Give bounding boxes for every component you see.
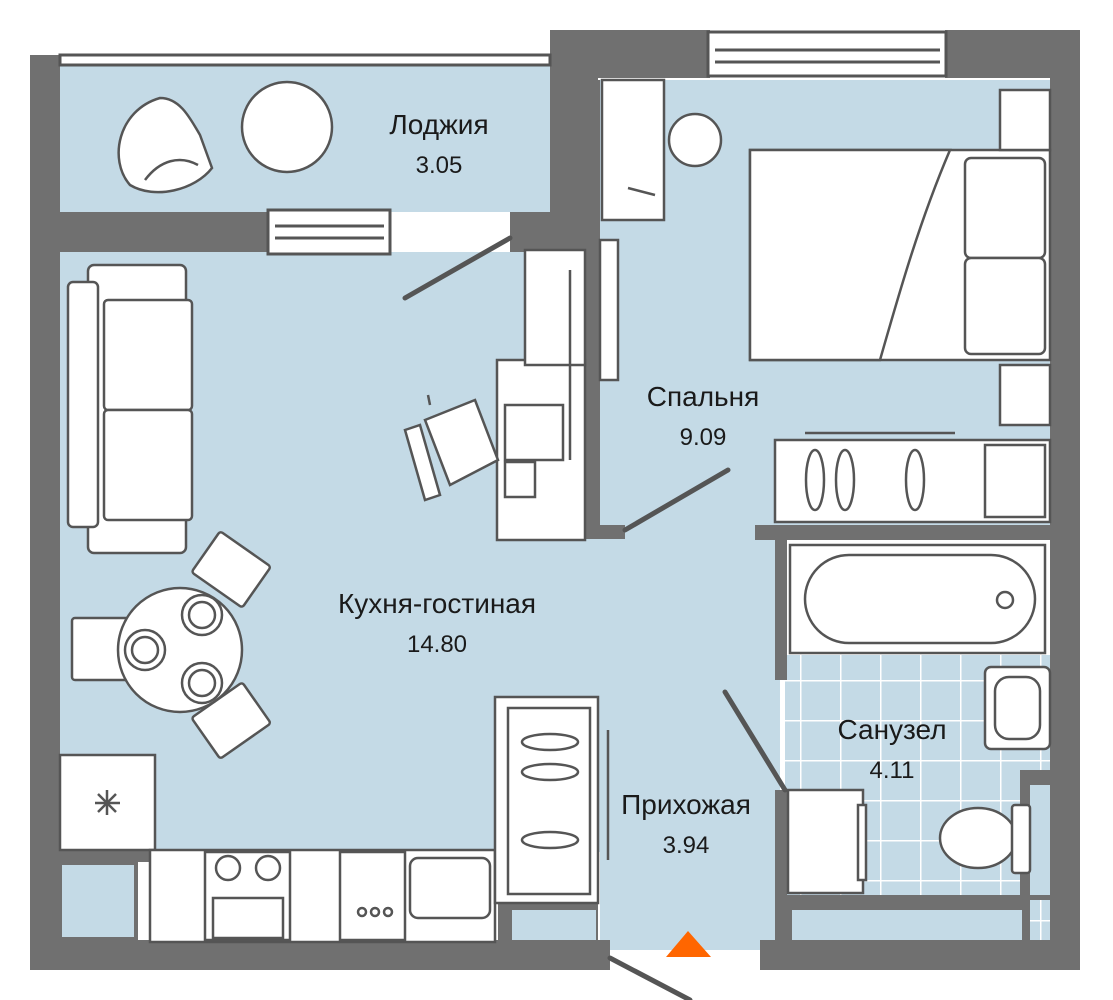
entrance-door xyxy=(607,955,693,1000)
living-area: 14.80 xyxy=(406,630,468,658)
bottom-wall-right xyxy=(760,940,1080,970)
bedroom-wardrobe xyxy=(773,431,1052,524)
bath-left-lower xyxy=(775,790,787,940)
washing-machine xyxy=(786,788,868,895)
living-label: Кухня-гостиная 14.80 xyxy=(338,587,536,659)
balcony-window xyxy=(266,208,392,256)
loggia-name: Лоджия xyxy=(389,109,489,140)
bedroom-name: Спальня xyxy=(646,381,760,412)
partition-foot xyxy=(585,525,625,539)
bedroom-window xyxy=(706,30,948,78)
hallway-label: Прихожая 3.94 xyxy=(621,788,751,860)
loggia-window xyxy=(58,53,552,67)
bathroom-name: Санузел xyxy=(837,714,947,745)
bed-bath-partition xyxy=(585,80,600,535)
kitchen-bottom xyxy=(30,850,150,862)
dining-set xyxy=(70,531,271,759)
doors xyxy=(402,235,788,1000)
left-wall xyxy=(30,55,60,970)
sofa xyxy=(66,263,194,555)
right-wall xyxy=(1050,30,1080,970)
bed xyxy=(748,88,1052,427)
bathroom-door xyxy=(722,689,788,793)
desk xyxy=(495,248,587,542)
lounge-chair xyxy=(117,96,214,194)
bathroom-area: 4.11 xyxy=(869,756,915,784)
windows xyxy=(58,30,948,256)
furniture xyxy=(58,78,1052,944)
loggia-label: Лоджия 3.05 xyxy=(389,108,488,180)
hallway-floor xyxy=(600,530,780,950)
loggia-door xyxy=(402,235,513,301)
bathtub xyxy=(788,543,1047,655)
loggia-bottom-wall xyxy=(30,212,270,252)
bedroom-mirror xyxy=(598,238,620,382)
bedroom-label: Спальня 9.09 xyxy=(647,380,760,452)
office-chair xyxy=(403,394,500,502)
loggia-corner xyxy=(510,212,560,252)
wall-inner-cutouts xyxy=(62,785,1050,940)
hallway-wardrobe xyxy=(493,695,610,905)
bathroom-label: Санузел 4.11 xyxy=(837,713,946,785)
loggia-top-wall xyxy=(30,55,60,60)
living-name: Кухня-гостиная xyxy=(337,588,537,619)
bedroom-door xyxy=(622,467,731,533)
top-wall-left xyxy=(550,30,710,78)
washbasin xyxy=(983,665,1052,751)
toilet xyxy=(938,803,1032,875)
bottom-wall-left xyxy=(30,940,610,970)
loggia-area: 3.05 xyxy=(415,151,463,179)
entrance-triangle-icon xyxy=(666,931,711,957)
bedroom-shelf xyxy=(600,78,723,222)
bath-top-wall xyxy=(755,525,1055,540)
hallway-area: 3.94 xyxy=(662,831,710,859)
bath-left-wall xyxy=(775,525,787,680)
round-table xyxy=(240,80,334,174)
hallway-name: Прихожая xyxy=(621,789,751,820)
bedroom-area: 9.09 xyxy=(679,423,727,451)
